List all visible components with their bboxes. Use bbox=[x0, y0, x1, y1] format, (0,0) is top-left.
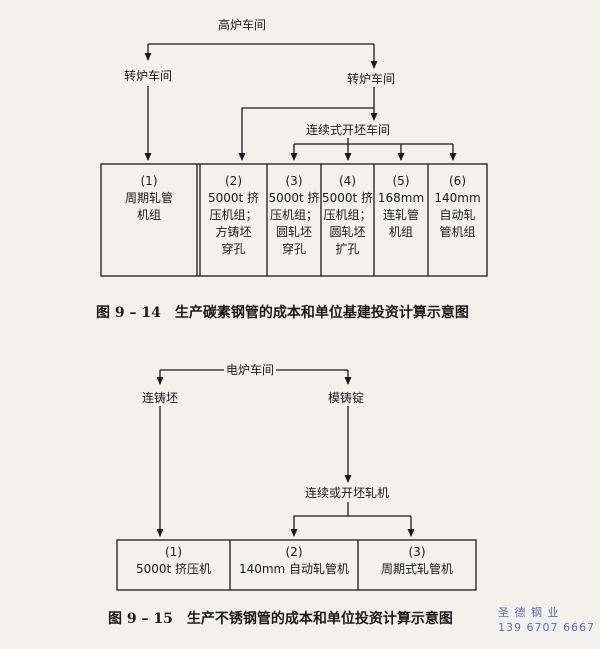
d2-sub-node: 连续或开坯轧机 bbox=[303, 485, 392, 501]
watermark-phone: 139 6707 6667 bbox=[498, 621, 595, 634]
d1-cell-5: (5) 168mm 连轧管 机组 bbox=[377, 174, 425, 239]
d2-box bbox=[116, 539, 477, 591]
d2-right-node: 模铸锭 bbox=[326, 390, 367, 406]
d1-cell-6: (6) 140mm 自动轧 管机组 bbox=[434, 174, 481, 239]
d2-left-node: 连铸坯 bbox=[140, 390, 181, 406]
d1-right-node: 转炉车间 bbox=[345, 71, 398, 87]
d1-cell-3: (3) 5000t 挤 压机组； 圆轧坯 穿孔 bbox=[268, 174, 320, 256]
d1-sub-node: 连续式开坯车间 bbox=[304, 122, 393, 138]
d2-cell-2: (2) 140mm 自动轧管机 bbox=[238, 545, 350, 576]
d2-caption: 图 9 – 15 生产不锈钢管的成本和单位投资计算示意图 bbox=[108, 611, 453, 627]
watermark-name: 圣 德 钢 业 bbox=[498, 606, 560, 619]
d1-cell-2: (2) 5000t 挤 压机组； 方铸坯 穿孔 bbox=[207, 174, 260, 256]
d1-top-node: 高炉车间 bbox=[216, 17, 269, 33]
d1-cell-4: (4) 5000t 挤 压机组； 圆轧坯 扩孔 bbox=[321, 174, 374, 256]
d1-caption: 图 9 – 14 生产碳素钢管的成本和单位基建投资计算示意图 bbox=[96, 305, 469, 321]
d2-cell-3: (3) 周期式轧管机 bbox=[380, 545, 453, 576]
d1-cell-1: (1) 周期轧管 机组 bbox=[124, 174, 173, 222]
d2-cell-1: (1) 5000t 挤压机 bbox=[135, 545, 212, 576]
d1-left-node: 转炉车间 bbox=[122, 68, 175, 84]
d2-top-node: 电炉车间 bbox=[224, 362, 277, 378]
d1-box bbox=[100, 163, 488, 277]
